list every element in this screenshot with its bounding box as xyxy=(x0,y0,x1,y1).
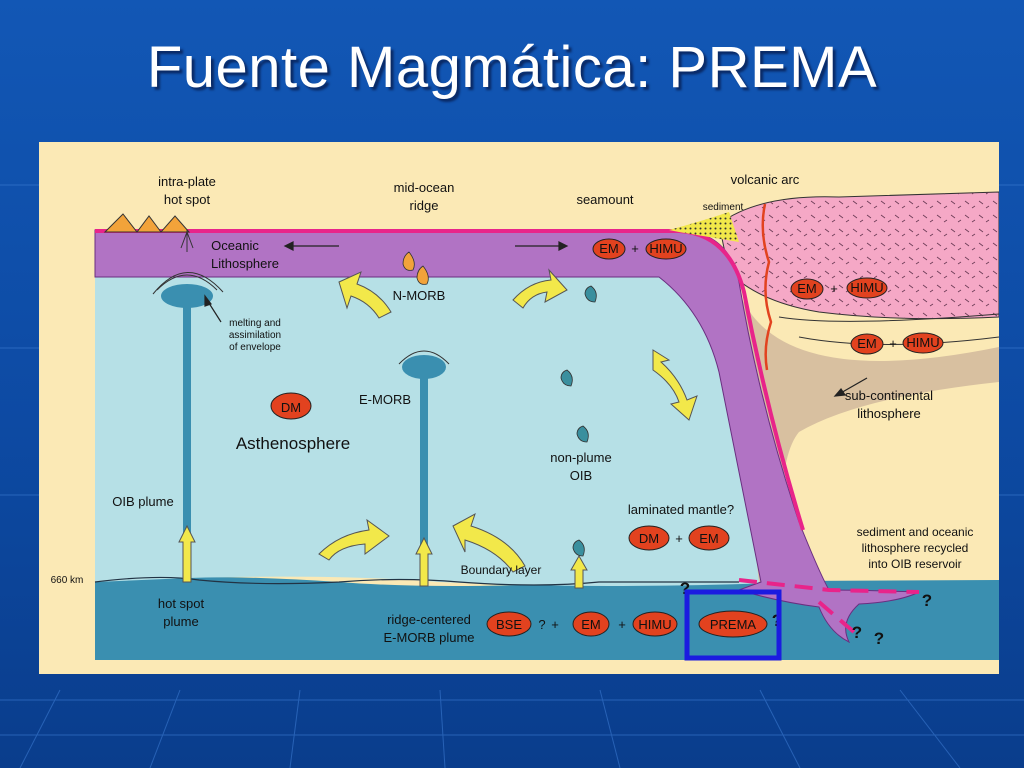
res-em3: EM xyxy=(857,336,877,351)
arc-magma xyxy=(761,203,773,371)
slide-title: Fuente Magmática: PREMA xyxy=(146,35,878,100)
lithosphere-flow-arrows xyxy=(204,241,868,397)
svg-text:lithosphere recycled: lithosphere recycled xyxy=(862,541,969,555)
mantle-diagram: EM + HIMU EM + HIMU EM + HIMU DM DM + EM… xyxy=(51,172,999,661)
reservoir-prema xyxy=(698,610,768,638)
label-asthenosphere: Asthenosphere xyxy=(236,434,350,453)
res-dm1: DM xyxy=(281,400,301,415)
svg-text:Lithosphere: Lithosphere xyxy=(211,256,279,271)
label-sediment: sediment xyxy=(703,202,744,213)
emorb-plume-stem xyxy=(420,374,428,554)
reservoir-dm-laminated xyxy=(628,525,670,551)
label-boundary-layer: Boundary layer xyxy=(461,563,542,577)
res-em1: EM xyxy=(599,241,619,256)
melt-droplets xyxy=(402,251,597,557)
svg-text:of envelope: of envelope xyxy=(229,342,281,353)
svg-text:?: ? xyxy=(538,617,545,632)
svg-text:?: ? xyxy=(852,623,862,642)
res-em5: EM xyxy=(581,617,601,632)
reservoirs xyxy=(270,238,944,638)
label-subcontinental: sub-continental xyxy=(845,388,933,403)
reservoir-em-laminated xyxy=(688,525,730,551)
res-himu4: HIMU xyxy=(638,617,671,632)
svg-text:?: ? xyxy=(874,629,884,648)
svg-text:plume: plume xyxy=(163,614,198,629)
svg-text:E-MORB plume: E-MORB plume xyxy=(383,630,474,645)
label-intraplate: intra-plate xyxy=(158,174,216,189)
label-ridge-centered: ridge-centered xyxy=(387,612,471,627)
res-himu2: HIMU xyxy=(850,280,883,295)
svg-text:ridge: ridge xyxy=(410,198,439,213)
prema-highlight-box xyxy=(684,589,782,661)
svg-text:+: + xyxy=(889,336,897,351)
svg-text:into OIB reservoir: into OIB reservoir xyxy=(868,557,961,571)
reservoir-em-seamount xyxy=(592,238,626,260)
oceanic-lithosphere xyxy=(94,229,920,644)
reservoir-bse xyxy=(486,611,532,637)
res-em4: EM xyxy=(699,531,719,546)
label-660km: 660 km xyxy=(51,575,84,586)
diagram-frame: EM + HIMU EM + HIMU EM + HIMU DM DM + EM… xyxy=(39,142,999,674)
svg-text:hot spot: hot spot xyxy=(164,192,211,207)
res-prema: PREMA xyxy=(710,617,757,632)
label-laminated: laminated mantle? xyxy=(628,502,734,517)
svg-text:+: + xyxy=(830,281,838,296)
reservoir-himu-subcont xyxy=(902,332,944,354)
reservoir-dm xyxy=(270,392,312,420)
reservoir-em-subcont xyxy=(850,333,884,355)
label-melting: melting and xyxy=(229,318,281,329)
reservoir-himu-seamount xyxy=(645,238,687,260)
label-midocean: mid-ocean xyxy=(394,180,455,195)
slab-edge xyxy=(95,229,805,531)
asthenosphere-region xyxy=(95,272,799,586)
convection-arrows xyxy=(178,268,698,589)
res-em2: EM xyxy=(797,281,817,296)
svg-text:assimilation: assimilation xyxy=(229,330,281,341)
subcontinental-lithosphere xyxy=(729,292,999,582)
res-dm2: DM xyxy=(639,531,659,546)
label-nmorb: N-MORB xyxy=(393,288,446,303)
svg-text:+: + xyxy=(675,531,683,546)
label-sediment-recycled: sediment and oceanic xyxy=(857,525,974,539)
label-oceanic: Oceanic xyxy=(211,238,259,253)
reservoir-em-arc xyxy=(790,278,824,300)
res-bse: BSE xyxy=(496,617,522,632)
label-volcanic-arc: volcanic arc xyxy=(731,172,800,187)
question-mark: ? xyxy=(680,579,690,598)
svg-text:lithosphere: lithosphere xyxy=(857,406,921,421)
label-oib-plume: OIB plume xyxy=(112,494,173,509)
reservoir-himu-base xyxy=(632,611,678,637)
oib-plume-stem xyxy=(183,302,191,542)
reservoir-em-base xyxy=(572,611,610,637)
hotspot-volcanoes xyxy=(103,213,191,233)
label-emorb: E-MORB xyxy=(359,392,411,407)
svg-text:+: + xyxy=(618,617,626,632)
svg-text:+: + xyxy=(631,241,639,256)
svg-text:+: + xyxy=(551,617,559,632)
label-seamount: seamount xyxy=(576,192,633,207)
reservoir-himu-arc xyxy=(846,277,888,299)
label-nonplume: non-plume xyxy=(550,450,611,465)
label-hotspot-plume: hot spot xyxy=(158,596,205,611)
res-himu3: HIMU xyxy=(906,335,939,350)
svg-text:?: ? xyxy=(922,591,932,610)
res-himu1: HIMU xyxy=(649,241,682,256)
svg-text:OIB: OIB xyxy=(570,468,592,483)
